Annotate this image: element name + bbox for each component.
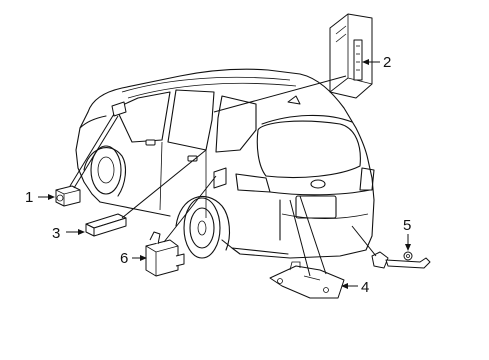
arrow-part-5-head xyxy=(405,244,411,251)
arrow-part-1-head xyxy=(48,194,55,200)
callout-5: 5 xyxy=(403,217,411,234)
part-5-sensor-cable xyxy=(371,251,431,269)
arrow-part-3-head xyxy=(78,229,85,235)
callout-3: 3 xyxy=(52,225,60,242)
arrow-part-6-head xyxy=(140,255,147,261)
callout-6: 6 xyxy=(120,250,128,267)
leader-part-2 xyxy=(213,75,347,113)
part-4-bracket-plate xyxy=(269,261,345,299)
callout-2: 2 xyxy=(383,54,391,71)
leader-part-4-b xyxy=(299,195,327,275)
leader-part-5 xyxy=(351,225,377,257)
leader-part-6 xyxy=(163,175,217,243)
callout-4: 4 xyxy=(361,279,369,296)
part-2-control-module xyxy=(329,13,373,99)
leader-part-3 xyxy=(121,149,207,219)
leader-part-1-b xyxy=(73,115,119,189)
callout-1: 1 xyxy=(25,189,33,206)
arrow-part-4-head xyxy=(341,283,348,289)
part-6-module-bracket xyxy=(145,231,185,277)
leader-part-4-a xyxy=(289,199,311,277)
part-3-antenna-bar xyxy=(85,213,127,237)
vehicle-outline xyxy=(75,68,375,259)
arrow-part-2-head xyxy=(362,59,369,65)
part-1-sensor xyxy=(55,185,81,207)
leader-part-1-a xyxy=(69,113,115,187)
